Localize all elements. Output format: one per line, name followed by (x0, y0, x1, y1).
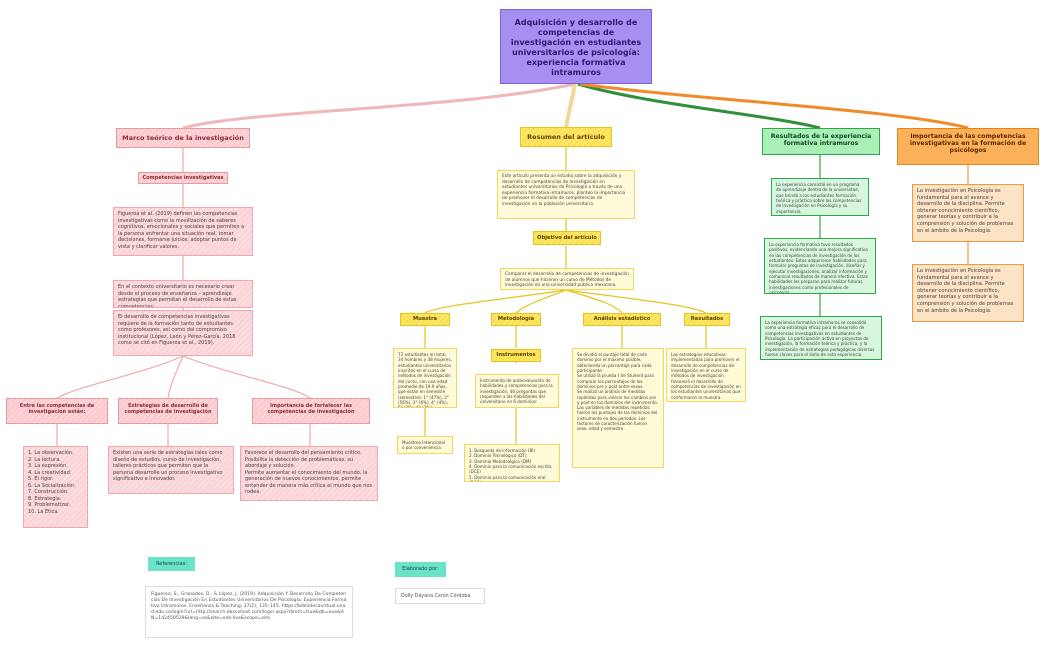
map-title: Adquisición y desarrollo de competencias… (500, 9, 652, 84)
competencias-list-heading: Entre las competencias de investigación … (6, 398, 108, 424)
instrumentos-text: Instrumento de autoevaluación de habilid… (475, 374, 559, 408)
resultados-experiencia-3: La experiencia formativa intramuros se c… (760, 316, 882, 360)
resultados-heading: Resultados (684, 313, 730, 326)
marco-teorico-heading: Marco teórico de la investigación (116, 128, 250, 148)
metodologia-heading: Metodología (491, 313, 541, 326)
muestreo-text: Muestreo Intencional o por conveniencia (397, 436, 453, 454)
marco-development-text: El desarrollo de competencias investigat… (113, 310, 253, 356)
estrategias-text: Existen una serie de estrategias tales c… (108, 446, 234, 494)
objetivo-text: Comparar el desarrollo de competencias d… (500, 268, 634, 290)
importancia-heading: Importancia de las competencias investig… (897, 128, 1039, 165)
importancia-fortalecer-heading: Importancia de fortalecer las competenci… (252, 398, 370, 424)
referencias-label: Referencias: (148, 557, 195, 571)
referencia-text: Figueroa, S., Granados, D., & López, J. … (145, 586, 353, 638)
analisis-heading: Análisis estadístico (583, 313, 661, 326)
instrumentos-list: 1. Búsqueda de información (BI) 2. Domin… (464, 444, 560, 482)
resultados-experiencia-1: La experiencia consistió en un programa … (771, 178, 869, 216)
resumen-heading: Resumen del artículo (520, 127, 612, 147)
competencias-investigativas-heading: Competencias investigativas (138, 172, 228, 184)
objetivo-heading: Objetivo del artículo (533, 231, 601, 245)
marco-context-text: En el contexto universitario es necesari… (113, 280, 253, 308)
muestra-heading: Muestra (400, 313, 450, 326)
resultados-text: Las estrategias educativas implementadas… (666, 348, 746, 402)
resultados-experiencia-2: La experiencia formativa tuvo resultados… (764, 238, 876, 294)
importancia-fortalecer-text: Favorece el desarrollo del pensamiento c… (240, 446, 378, 501)
analisis-text: Se dividió el puntaje total de cada domi… (572, 348, 664, 468)
marco-definition-text: Figueroa et al. (2019) definen las compe… (113, 207, 253, 256)
author-name: Dolly Dayana Carón Córdoba (395, 588, 485, 604)
estrategias-heading: Estrategias de desarrollo de competencia… (118, 398, 218, 424)
importancia-text-2: La investigación en Psicología es fundam… (912, 264, 1024, 322)
muestra-text: 72 estudiantes en total, 34 hombres y 38… (393, 348, 457, 408)
instrumentos-heading: Instrumentos (491, 349, 541, 362)
resumen-text: Este artículo presenta un estudio sobre … (497, 170, 635, 219)
elaborado-por-label: Elaborado por: (395, 562, 446, 577)
competencias-list: 1. La observación. 2. La lectura. 3. La … (23, 446, 88, 528)
resultados-experiencia-heading: Resultados de la experiencia formativa i… (762, 128, 880, 155)
importancia-text-1: La investigación en Psicología es fundam… (912, 184, 1024, 242)
